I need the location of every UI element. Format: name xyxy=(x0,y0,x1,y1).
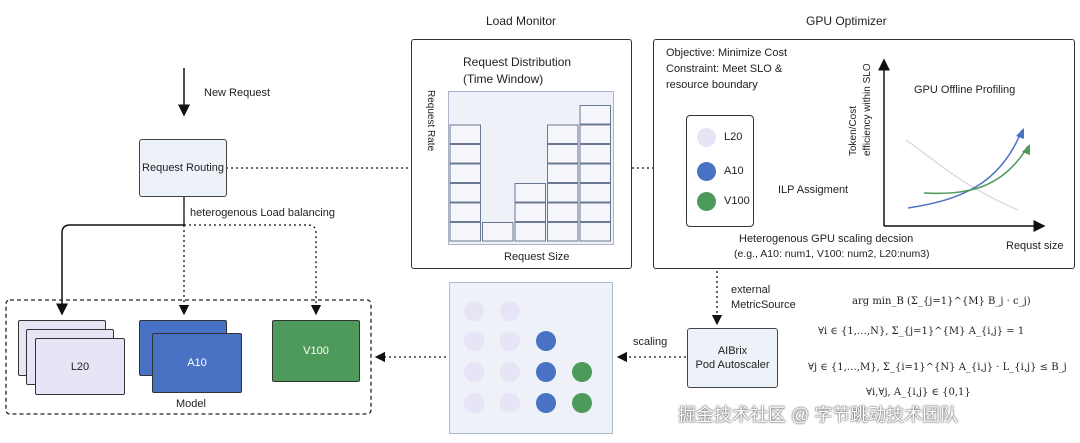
pod-grid-panel xyxy=(449,282,613,434)
bar-block-0-1 xyxy=(449,202,481,222)
external-line2: MetricSource xyxy=(731,299,796,311)
bar-block-4-2 xyxy=(579,183,611,203)
gpu-a10-label: A10 xyxy=(724,165,744,177)
bar-block-3-4 xyxy=(547,144,579,164)
gpu-optimizer-title: GPU Optimizer xyxy=(806,14,887,28)
bar-block-0-3 xyxy=(449,163,481,183)
a10-circle xyxy=(697,162,716,181)
l20-card-label: L20 xyxy=(70,360,90,373)
pod-l20-6 xyxy=(500,362,520,382)
scaling-label: scaling xyxy=(633,336,668,348)
bar-block-4-1 xyxy=(579,202,611,222)
chart-title-line2: (Time Window) xyxy=(463,72,544,86)
bar-block-3-5 xyxy=(547,124,579,144)
bar-block-4-0 xyxy=(579,222,611,242)
pod-l20-2 xyxy=(500,301,520,321)
scaling-decision-line1: Heterogenous GPU scaling decsion xyxy=(739,233,914,245)
profiling-title: GPU Offline Profiling xyxy=(914,84,1016,96)
v100-curve xyxy=(923,145,1029,195)
a10-curve-arrowhead xyxy=(1016,128,1024,139)
constraint-line2: resource boundary xyxy=(666,79,758,91)
formula-objective: arg min_B (Σ_{j=1}^{M} B_j · c_j) xyxy=(852,296,1031,307)
bar-block-4-5 xyxy=(579,124,611,144)
bar-block-2-0 xyxy=(514,222,546,242)
load-balancing-label: heterogenous Load balancing xyxy=(190,207,335,219)
bar-block-4-6 xyxy=(579,105,611,125)
scaling-decision-line2: (e.g., A10: num1, V100: num2, L20:num3) xyxy=(734,248,930,260)
pod-a10-2 xyxy=(536,362,556,382)
a10-curve xyxy=(907,129,1023,209)
bar-block-3-3 xyxy=(547,163,579,183)
chart-xlabel: Request Size xyxy=(504,251,570,263)
new-request-label: New Request xyxy=(204,87,271,99)
load-monitor-title: Load Monitor xyxy=(486,14,557,28)
formula-binary: ∀i,∀j, A_{i,j} ∈ {0,1} xyxy=(866,387,971,398)
gpu-l20-label: L20 xyxy=(724,131,743,143)
gpu-list-box: L20 A10 V100 xyxy=(686,115,754,227)
v100-curve-arrowhead xyxy=(1022,144,1030,155)
bar-block-2-1 xyxy=(514,202,546,222)
profiling-xlabel: Requst size xyxy=(1006,240,1064,252)
bar-block-0-0 xyxy=(449,222,481,242)
objective-text: Objective: Minimize Cost xyxy=(666,47,788,59)
bar-block-3-1 xyxy=(547,202,579,222)
autoscaler-box[interactable]: AIBrix Pod Autoscaler xyxy=(687,328,778,388)
l20-curve xyxy=(905,139,1019,211)
request-routing-box[interactable]: Request Routing xyxy=(139,139,227,197)
pod-l20-8 xyxy=(500,393,520,413)
pod-l20-4 xyxy=(500,331,520,351)
bar-block-4-3 xyxy=(579,163,611,183)
l20-circle xyxy=(697,128,716,147)
l20-card[interactable]: L20 xyxy=(35,338,125,395)
v100-card-label: V100 xyxy=(303,345,329,357)
bar-block-2-2 xyxy=(514,183,546,203)
autoscaler-line2: Pod Autoscaler xyxy=(695,359,770,371)
bar-block-4-4 xyxy=(579,144,611,164)
pod-v100-2 xyxy=(572,393,592,413)
pod-a10-3 xyxy=(536,393,556,413)
a10-card-label: A10 xyxy=(187,357,207,369)
bar-block-0-2 xyxy=(449,183,481,203)
v100-card[interactable]: V100 xyxy=(272,320,360,382)
formula-capacity: ∀j ∈ {1,…,M}, Σ_{i=1}^{N} A_{i,j} · L_{i… xyxy=(808,362,1067,373)
pod-l20-3 xyxy=(464,331,484,351)
gpu-v100-label: V100 xyxy=(724,195,750,207)
external-line1: external xyxy=(731,284,771,296)
watermark: 掘金技术社区 @ 字节跳动技术团队 xyxy=(678,405,959,425)
chart-title-line1: Request Distribution xyxy=(463,55,572,69)
constraint-line1: Constraint: Meet SLO & xyxy=(666,63,783,75)
bar-block-1-0 xyxy=(482,222,514,242)
bar-block-3-0 xyxy=(547,222,579,242)
pod-a10-1 xyxy=(536,331,556,351)
v100-circle xyxy=(697,192,716,211)
pod-l20-5 xyxy=(464,362,484,382)
request-routing-label: Request Routing xyxy=(142,161,224,174)
a10-card[interactable]: A10 xyxy=(152,333,242,393)
pod-l20-7 xyxy=(464,393,484,413)
bar-block-0-5 xyxy=(449,124,481,144)
ilp-label: ILP Assigment xyxy=(778,184,849,196)
bar-block-3-2 xyxy=(547,183,579,203)
model-label: Model xyxy=(176,398,206,410)
pod-v100-1 xyxy=(572,362,592,382)
pod-l20-1 xyxy=(464,301,484,321)
bar-block-0-4 xyxy=(449,144,481,164)
branch-l20-arrow xyxy=(56,224,184,316)
model-container xyxy=(5,299,372,415)
branch-v100-arrow xyxy=(184,224,322,316)
autoscaler-line1: AIBrix xyxy=(717,344,748,357)
formula-assignment: ∀i ∈ {1,…,N}, Σ_{j=1}^{M} A_{i,j} = 1 xyxy=(818,326,1025,337)
